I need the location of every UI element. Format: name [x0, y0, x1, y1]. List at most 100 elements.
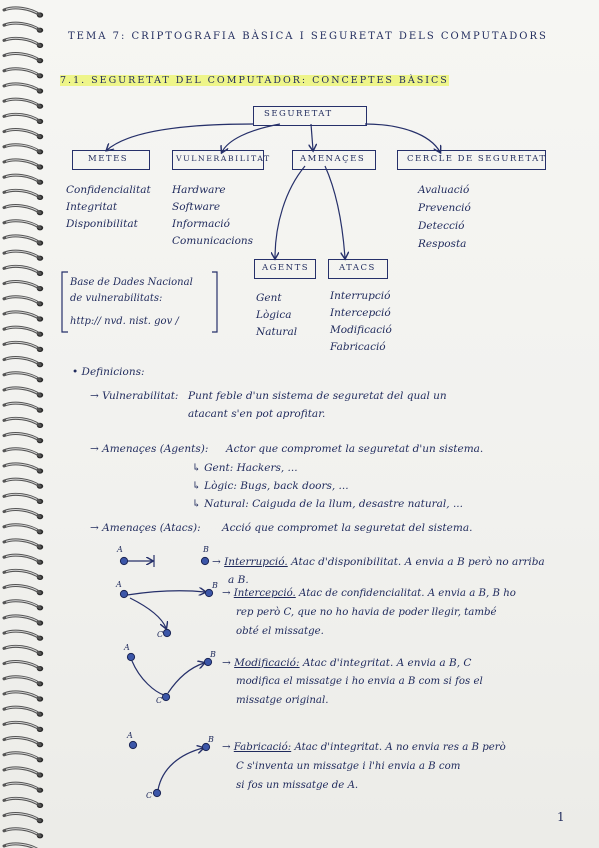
atacs-item: Modificació [330, 324, 392, 336]
agents-subitem: ↳ Lògic: Bugs, back doors, ... [192, 480, 349, 492]
metes-item: Confidencialitat [66, 184, 151, 196]
node-c [152, 788, 162, 798]
attack-intercepcio-text: rep però C, que no ho havia de poder lle… [236, 607, 497, 618]
node-label-a: A [127, 731, 133, 740]
attack-fabricacio-text: Atac d'integritat. A no envia res a B pe… [294, 742, 506, 753]
node-label-c: C [156, 696, 163, 705]
seguretat-root-label: SEGURETAT [264, 109, 333, 119]
page-title: TEMA 7: CRIPTOGRAFIA BÀSICA I SEGURETAT … [68, 31, 548, 42]
spiral-ring-highlight [5, 676, 38, 683]
database-url: http:// nvd. nist. gov / [70, 316, 179, 327]
definitions-heading: • Definicions: [72, 366, 145, 378]
agents-box [254, 259, 316, 279]
attack-fabricacio-name: Fabricació: [233, 742, 292, 753]
amenaces-atacs-term: → Amenaçes (Atacs): [90, 522, 201, 534]
node-label-b: B [208, 735, 214, 744]
cercle-item: Prevenció [418, 202, 471, 214]
vulnerabilitat-item: Software [172, 201, 221, 213]
node-label-a: A [117, 545, 123, 554]
spiral-ring-highlight [5, 691, 38, 698]
spiral-ring-highlight [5, 630, 38, 637]
spiral-ring-highlight [5, 752, 38, 759]
spiral-ring-highlight [5, 448, 38, 455]
spiral-ring-highlight [5, 144, 38, 151]
attack-modificacio-name: Modificació: [234, 657, 300, 669]
spiral-ring-highlight [5, 98, 38, 105]
vulnerabilitat-box [172, 150, 264, 170]
vulnerabilitat-definition: atacant s'en pot aprofitar. [188, 408, 326, 420]
agents-subitem: ↳ Natural: Caiguda de la llum, desastre … [192, 498, 463, 510]
attack-modificacio-text: Atac d'integritat. A envia a B, C [302, 657, 472, 669]
attack-modificacio-text: modifica el missatge i ho envia a B com … [236, 676, 483, 687]
vulnerabilitat-item: Hardware [172, 184, 226, 196]
node-c [161, 692, 171, 702]
spiral-ring-highlight [5, 174, 38, 181]
node-label-a: A [124, 643, 130, 652]
agents-item: Lògica [256, 309, 292, 321]
attack-intercepcio-text: obté el missatge. [236, 626, 324, 637]
database-note-line: Base de Dades Nacional [70, 277, 193, 288]
cercle-box [397, 150, 546, 170]
spiral-ring-highlight [5, 645, 38, 652]
spiral-ring-highlight [5, 402, 38, 409]
arrow-right-icon: → [222, 657, 235, 669]
node-label-b: B [212, 581, 218, 590]
spiral-ring-highlight [5, 539, 38, 546]
node-label-b: B [203, 545, 209, 554]
node-a [119, 589, 129, 599]
arrow-right-icon: → [222, 742, 234, 753]
spiral-ring-highlight [5, 68, 38, 75]
atacs-label: ATACS [339, 263, 376, 273]
attack-intercepcio-line: → Intercepció. Atac de confidencialitat.… [222, 588, 516, 599]
node-c [162, 628, 172, 638]
amenaces-agents-definition: Actor que compromet la seguretat d'un si… [226, 443, 484, 455]
attack-fabricacio-text: C s'inventa un missatge i l'hi envia a B… [236, 761, 461, 772]
node-b [201, 742, 211, 752]
node-b [204, 588, 214, 598]
atacs-item: Fabricació [330, 341, 386, 353]
spiral-ring-highlight [5, 463, 38, 470]
agents-item: Gent [256, 292, 282, 304]
attack-intercepcio-name: Intercepció. [233, 588, 296, 599]
spiral-ring-highlight [5, 767, 38, 774]
metes-label: METES [88, 154, 129, 164]
attack-interrupcio-line: → Interrupció. Atac d'disponibilitat. A … [212, 556, 545, 568]
spiral-ring-highlight [5, 524, 38, 531]
spiral-ring-highlight [5, 250, 38, 257]
spiral-ring-highlight [5, 129, 38, 136]
node-label-a: A [116, 580, 122, 589]
spiral-ring-highlight [5, 554, 38, 561]
spiral-ring-highlight [5, 113, 38, 120]
spiral-ring-highlight [5, 737, 38, 744]
spiral-ring-highlight [5, 37, 38, 44]
spiral-ring-highlight [5, 661, 38, 668]
spiral-ring-highlight [5, 341, 38, 348]
amenaces-label: AMENAÇES [300, 154, 366, 164]
attack-fabricacio-text: si fos un missatge de A. [236, 780, 359, 791]
attack-intercepcio-text: Atac de confidencialitat. A envia a B, B… [299, 588, 516, 599]
spiral-ring-highlight [5, 205, 38, 212]
page-number: 1 [557, 810, 565, 824]
attack-interrupcio-text: a B. [228, 574, 249, 586]
section-heading: 7.1. SEGURETAT DEL COMPUTADOR: CONCEPTES… [60, 75, 449, 86]
node-label-c: C [157, 630, 164, 639]
spiral-ring-highlight [5, 357, 38, 364]
spiral-ring-highlight [5, 296, 38, 303]
cercle-item: Avaluació [418, 184, 470, 196]
spiral-ring-highlight [5, 220, 38, 227]
atacs-box [328, 259, 388, 279]
spiral-ring-highlight [5, 53, 38, 60]
cercle-item: Resposta [418, 238, 467, 250]
spiral-ring-highlight [5, 585, 38, 592]
spiral-ring-highlight [5, 615, 38, 622]
spiral-ring-highlight [5, 159, 38, 166]
agents-label: AGENTS [262, 263, 310, 273]
attack-fabricacio-line: → Fabricació: Atac d'integritat. A no en… [222, 742, 506, 753]
spiral-ring-highlight [5, 189, 38, 196]
agents-item: Natural [256, 326, 298, 338]
node-b [200, 556, 210, 566]
vulnerabilitat-definition: Punt feble d'un sistema de seguretat del… [188, 390, 447, 402]
amenaces-agents-term: → Amenaçes (Agents): [90, 443, 209, 455]
